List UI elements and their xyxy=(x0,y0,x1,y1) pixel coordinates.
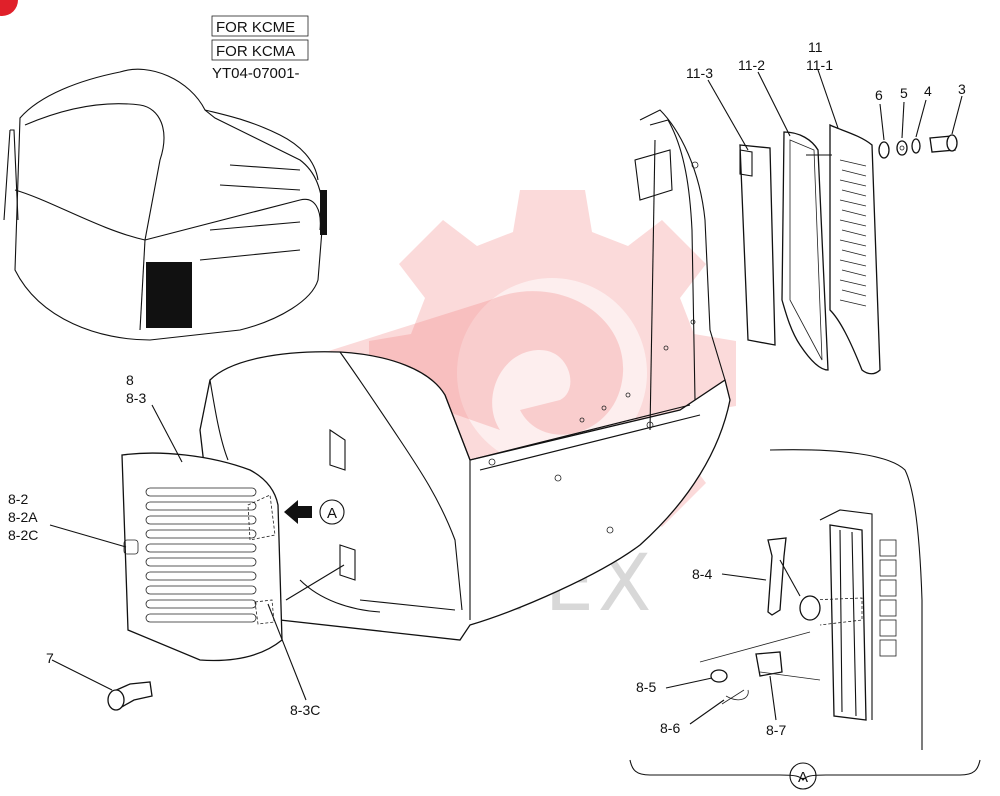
watermark-swirl xyxy=(300,291,624,435)
callout-4: 4 xyxy=(924,83,932,99)
callout-labels: 11 11-1 11-2 11-3 6 5 4 3 8 8-3 8-2 8-2A… xyxy=(8,39,966,738)
model-header: FOR KCME FOR KCMA YT04-07001- xyxy=(211,15,309,82)
callout-8-7: 8-7 xyxy=(766,722,786,738)
header-box-kcma: FOR KCMA xyxy=(216,43,295,60)
corner-badge xyxy=(0,0,18,16)
callout-8-3: 8-3 xyxy=(126,390,146,406)
callout-11: 11 xyxy=(808,39,823,55)
grille-hardware xyxy=(878,134,958,159)
leader-lines xyxy=(49,69,963,725)
grille-11-1 xyxy=(829,123,881,375)
grille-11-2 xyxy=(781,131,829,371)
grille-11-3 xyxy=(739,144,776,346)
callout-11-3: 11-3 xyxy=(686,65,713,81)
callout-11-2: 11-2 xyxy=(738,57,765,73)
callout-8-2a: 8-2A xyxy=(8,509,38,525)
callout-8-4: 8-4 xyxy=(692,566,712,582)
callout-8-2c: 8-2C xyxy=(8,527,38,543)
counterweight-body xyxy=(199,109,731,641)
header-box-kcme: FOR KCME xyxy=(216,19,295,36)
detail-a xyxy=(699,449,923,750)
callout-8-3c: 8-3C xyxy=(290,702,320,718)
cover-slots xyxy=(145,487,257,623)
callout-8-6: 8-6 xyxy=(660,720,680,736)
detail-arrow-a: A xyxy=(284,499,345,525)
callout-8-2: 8-2 xyxy=(8,491,28,507)
detail-arrow-label: A xyxy=(327,505,337,522)
callout-8-5: 8-5 xyxy=(636,679,656,695)
detail-arrow-icon xyxy=(284,500,312,524)
machine-overview xyxy=(3,68,327,341)
serial-range: YT04-07001- xyxy=(212,65,300,82)
callout-5: 5 xyxy=(900,85,908,101)
callout-3: 3 xyxy=(958,81,966,97)
bolt-7 xyxy=(107,681,153,711)
side-cover-8 xyxy=(121,452,283,662)
detail-bracket-a: A xyxy=(629,759,981,790)
callout-8: 8 xyxy=(126,372,134,388)
detail-bracket-label: A xyxy=(798,769,808,786)
callout-6: 6 xyxy=(875,87,883,103)
callout-11-1: 11-1 xyxy=(806,57,833,73)
callout-7: 7 xyxy=(46,650,54,666)
